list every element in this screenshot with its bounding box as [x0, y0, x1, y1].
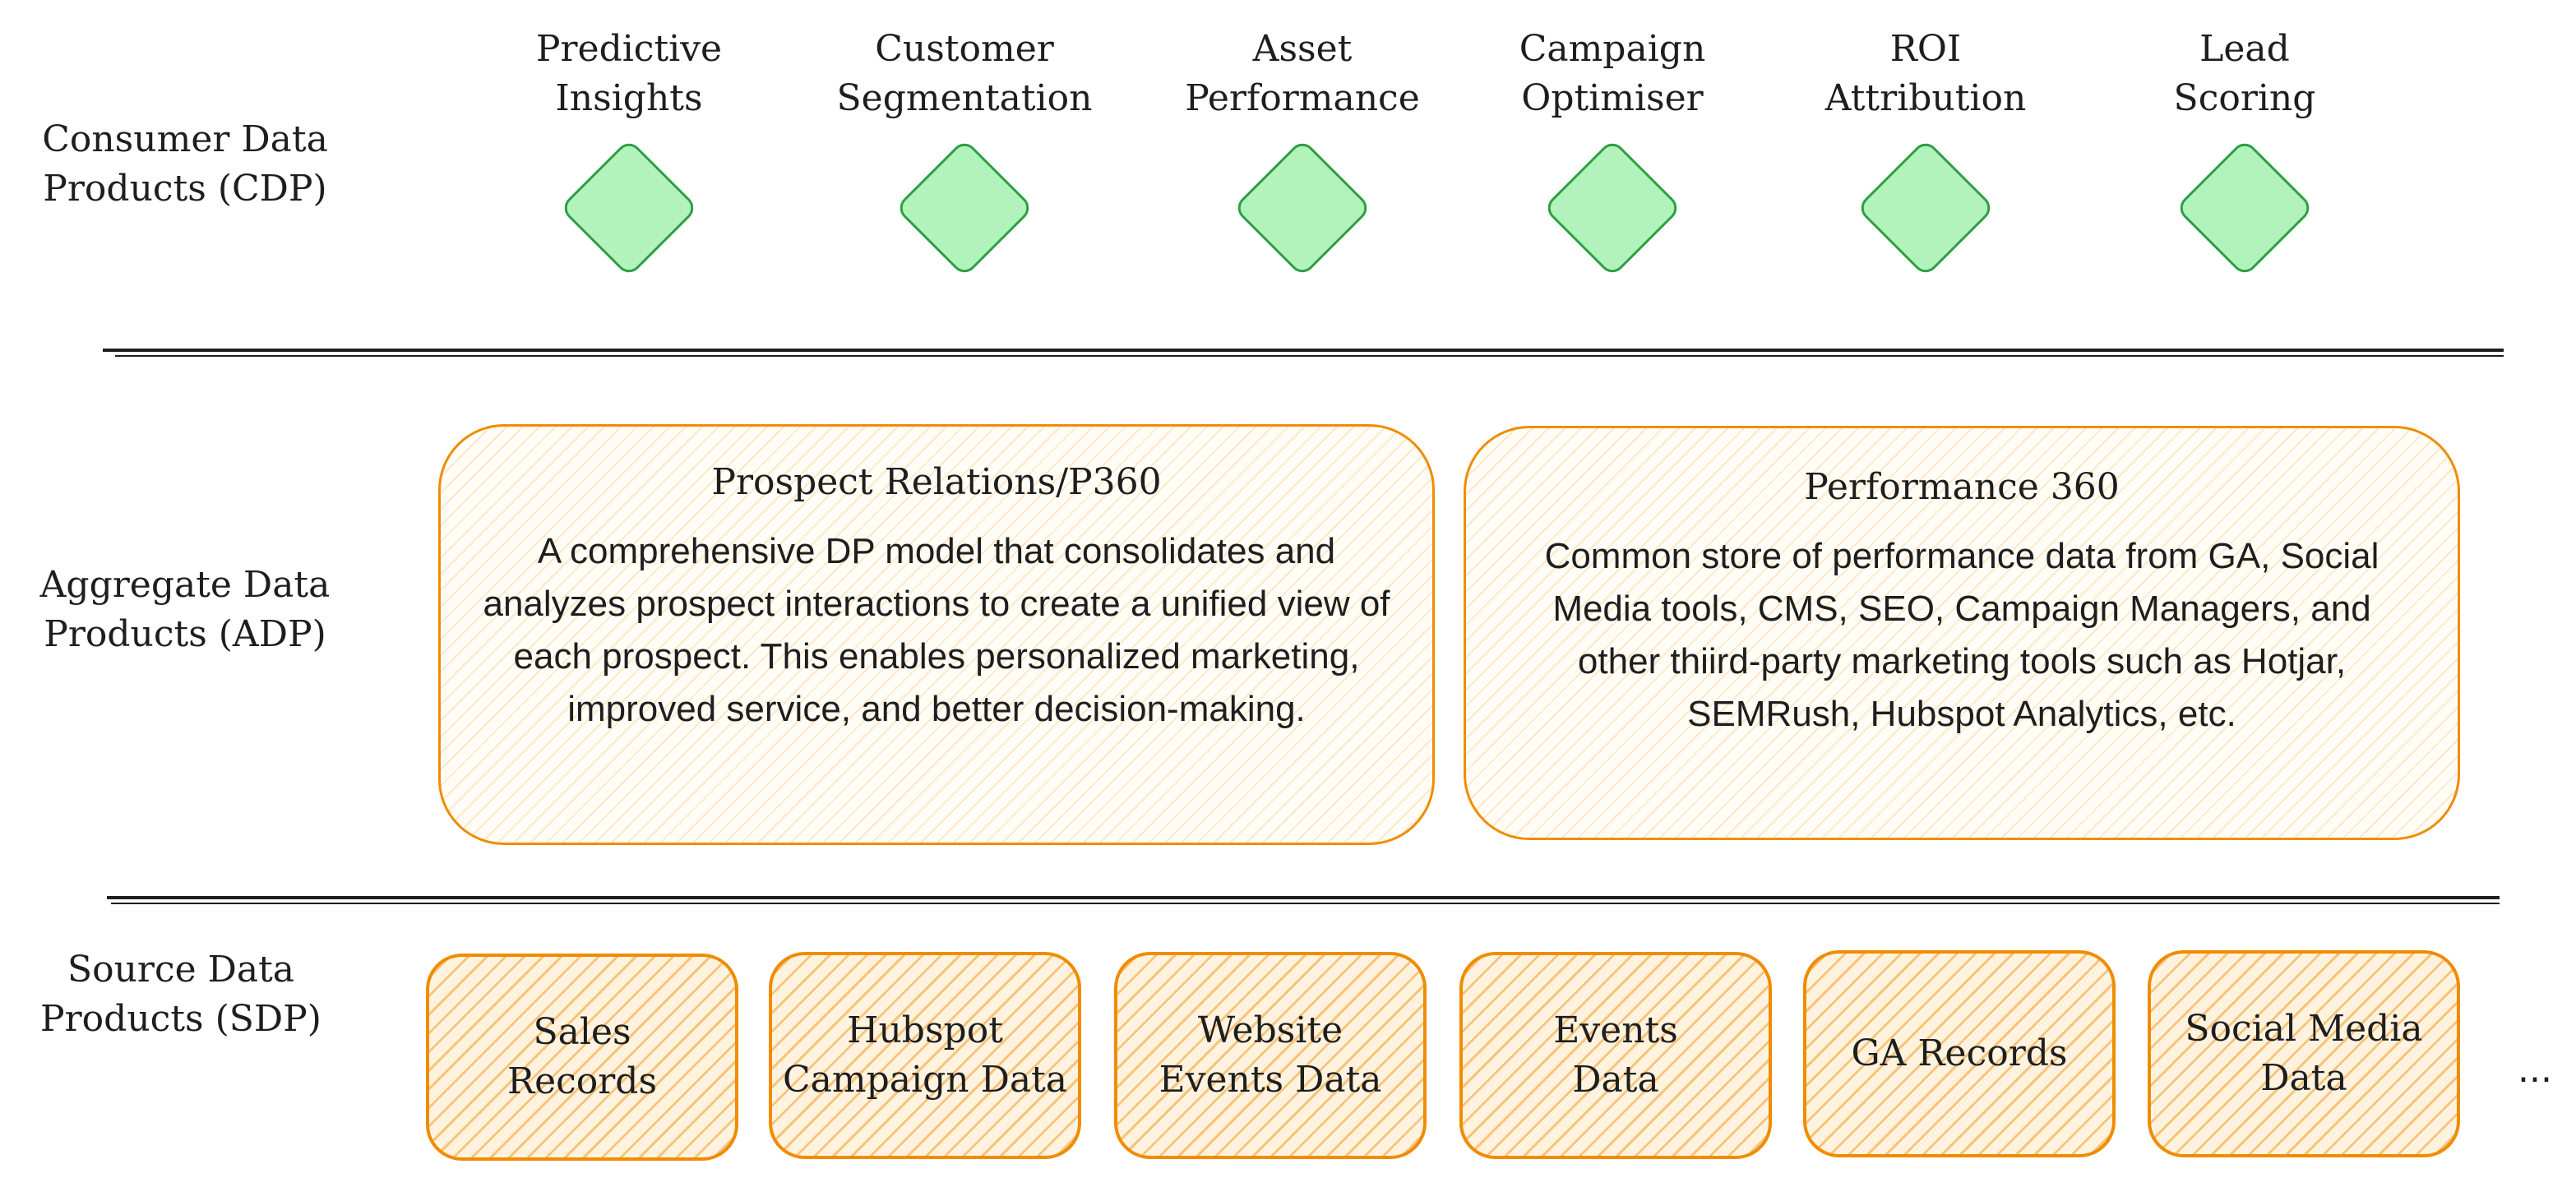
sdp-social-media-data[interactable]: Social Media Data: [2148, 950, 2460, 1157]
diamond-shape: [551, 130, 707, 286]
sdp-events-data[interactable]: Events Data: [1459, 952, 1772, 1159]
sdp-item-label: Website Events Data: [1159, 1009, 1382, 1101]
cdp-lead-scoring[interactable]: Lead Scoring: [2105, 25, 2384, 286]
adp-layer-label: Aggregate Data Products (ADP): [39, 564, 331, 655]
diamond-shape: [1848, 130, 2004, 286]
sdp-layer-label: Source Data Products (SDP): [40, 949, 321, 1040]
cdp-customer-segmentation[interactable]: Customer Segmentation: [825, 25, 1104, 286]
cdp-item-label: ROI Attribution: [1824, 28, 2027, 119]
diamond-shape: [1224, 130, 1380, 286]
sdp-ga-records[interactable]: GA Records: [1803, 950, 2116, 1157]
adp-box-title: Performance 360: [1804, 466, 2120, 508]
cdp-asset-performance[interactable]: Asset Performance: [1163, 25, 1442, 286]
sdp-item-label: Hubspot Campaign Data: [782, 1009, 1067, 1101]
cdp-campaign-optimiser[interactable]: Campaign Optimiser: [1473, 25, 1752, 286]
cdp-item-label: Predictive Insights: [535, 28, 723, 119]
cdp-layer-label: Consumer Data Products (CDP): [42, 118, 328, 210]
sdp-website-events-data[interactable]: Website Events Data: [1114, 952, 1427, 1159]
cdp-adp-divider: [103, 349, 2504, 352]
adp-performance-360-box[interactable]: Performance 360 Common store of performa…: [1464, 426, 2460, 840]
adp-sdp-divider-sketch: [111, 903, 2500, 904]
cdp-predictive-insights[interactable]: Predictive Insights: [489, 25, 769, 286]
sdp-item-label: GA Records: [1851, 1032, 2068, 1074]
sdp-sales-records[interactable]: Sales Records: [426, 954, 738, 1161]
sdp-item-label: Events Data: [1553, 1009, 1678, 1101]
sdp-item-label: Sales Records: [506, 1011, 658, 1102]
cdp-adp-divider-sketch: [115, 355, 2504, 357]
adp-prospect-relations-box[interactable]: Prospect Relations/P360 A comprehensive …: [438, 424, 1435, 845]
sdp-more-ellipsis: ...: [2518, 1049, 2552, 1091]
adp-box-title: Prospect Relations/P360: [711, 461, 1162, 503]
sdp-item-label: Social Media Data: [2185, 1008, 2423, 1099]
diamond-shape: [2167, 130, 2323, 286]
cdp-item-label: Customer Segmentation: [836, 28, 1093, 119]
sdp-hubspot-campaign-data[interactable]: Hubspot Campaign Data: [769, 952, 1081, 1159]
cdp-item-label: Campaign Optimiser: [1519, 28, 1706, 119]
adp-sdp-divider: [107, 896, 2500, 899]
adp-box-description: A comprehensive DP model that consolidat…: [483, 531, 1390, 729]
cdp-roi-attribution[interactable]: ROI Attribution: [1786, 25, 2065, 286]
diamond-shape: [1534, 130, 1690, 286]
adp-box-description: Common store of performance data from GA…: [1544, 536, 2379, 734]
cdp-item-label: Lead Scoring: [2173, 28, 2316, 119]
cdp-item-label: Asset Performance: [1185, 28, 1420, 119]
diamond-shape: [886, 130, 1043, 286]
